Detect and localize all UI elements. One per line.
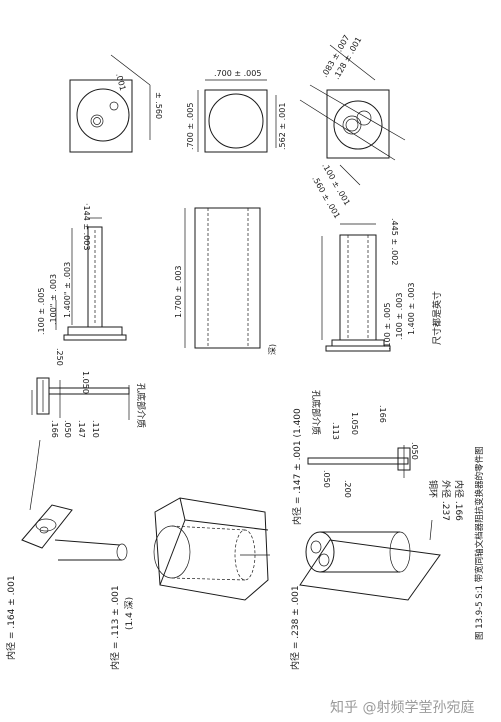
top-center-square-view: .700 ± .005 .700 ± .005 .562 ± .001 [186, 69, 287, 153]
bl-inner-label-1: 内径 = .164 ± .001 [5, 575, 17, 660]
top-center-width-dim: .700 ± .005 [214, 69, 261, 78]
middle-right-base-dim: .100 ± .005 [383, 303, 392, 350]
top-left-square-view: .001 ± .560 [69, 54, 163, 153]
middle-left-top-dim: ·144 ± .003 [82, 203, 91, 250]
br-dim-113: .113 [331, 422, 340, 440]
watermark: 知乎 @射频学堂孙宛庭 [330, 699, 474, 716]
br-dim-1050: 1.050 [350, 412, 359, 435]
bl-dielectric-note: 孔底部介质 [135, 383, 147, 428]
bl-dim-050: .050 [63, 420, 72, 438]
middle-left-part: ·144 ± .003 1.400" ± .003 .100" ± .003 .… [37, 203, 127, 341]
br-dim-050b: .050 [322, 470, 331, 488]
bottom-left-assembly: .250 1.050 .166 .050 .147 .110 孔底部介质 内径 … [5, 348, 147, 670]
top-center-height-right-dim: .562 ± .001 [278, 103, 287, 150]
top-left-offset-dim: ± .560 [154, 92, 163, 119]
bottom-right-assembly: .113 1.050 .166 .050 .200 .050 孔底部介质 铜环 … [289, 390, 465, 670]
middle-right-tall-dim: 1.400 ± .003 [407, 282, 416, 335]
br-dielectric-note: 孔底部介质 [310, 390, 322, 435]
middle-center-part: 1.700 ± .003 深) [174, 207, 277, 355]
middle-left-tall-dim: 1.400" ± .003 [63, 262, 72, 318]
br-inner-dia: 内径 .166 [453, 480, 465, 521]
top-center-height-left-dim: .700 ± .005 [186, 103, 195, 150]
all-dims-in-inches-note: 尺寸都是英寸 [431, 291, 443, 345]
br-dim-050: .050 [410, 442, 419, 460]
figure-caption: 图 13.9-5 S:1 带宽同轴文档器阻抗变换器的零件图 [474, 446, 485, 640]
bl-dim-166: .166 [50, 420, 59, 438]
bl-depth-note: (1.4 深) [124, 597, 135, 630]
br-dim-200: .200 [343, 480, 352, 498]
bl-dim-1050: 1.050 [81, 371, 90, 394]
br-copper-ring: 铜环 [427, 480, 439, 498]
top-right-square-view: .083 ± .007 .128 ± .001 .100 ± .001 .560… [299, 33, 406, 220]
bl-dim-147: .147 [77, 420, 86, 438]
bl-dim-110: .110 [91, 420, 100, 438]
top-left-hole-dim: .001 [114, 72, 127, 92]
br-inner-label-2: 内径 = .238 ± .001 [289, 585, 301, 670]
middle-center-length-dim: 1.700 ± .003 [174, 265, 183, 318]
br-dim-166: .166 [378, 405, 387, 423]
middle-center-depth-note: 深) [268, 344, 277, 355]
bottom-center-block [153, 497, 270, 601]
middle-right-part: .445 ± .002 1.400 ± .003 .100 ± .003 .10… [321, 218, 443, 352]
bl-dim-250: .250 [55, 348, 64, 366]
middle-right-short-dim: .100 ± .003 [395, 293, 404, 340]
middle-right-top-dim: .445 ± .002 [390, 218, 399, 265]
br-outer-dia: 外径 .237 [440, 480, 452, 521]
middle-left-short-dim: .100" ± .003 [49, 274, 58, 325]
bl-inner-label-2: 内径 = .113 ± .001 [109, 585, 121, 670]
middle-left-base-dim: .100 ± .005 [37, 288, 46, 335]
br-inner-label-1: 内径 = .147 ± .001 (1.400 [291, 408, 303, 525]
